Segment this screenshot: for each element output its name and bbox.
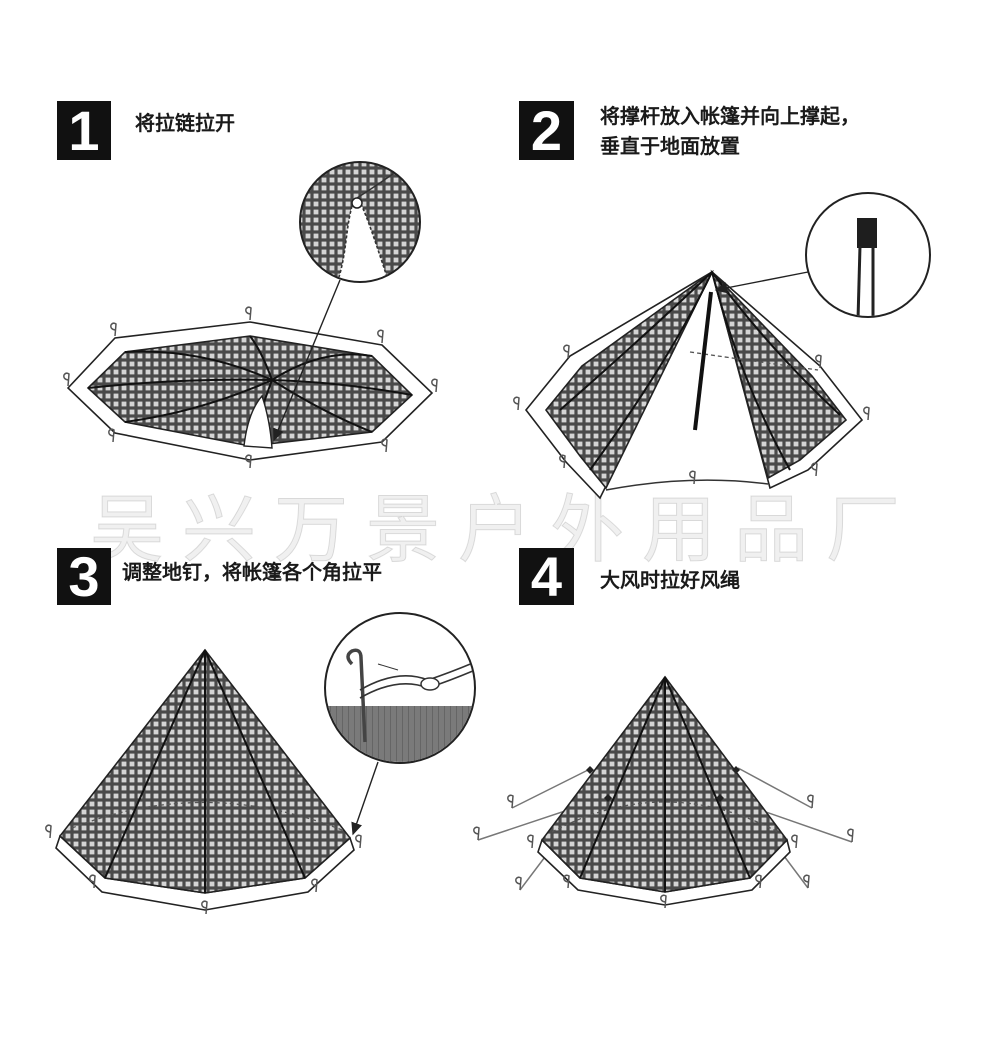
stake-icons <box>473 794 854 909</box>
stake-magnifier <box>324 612 476 764</box>
step-3-line-1: 调整地钉，将帐篷各个角拉平 <box>122 560 382 584</box>
zipper-magnifier <box>299 161 421 283</box>
stake-icons <box>63 306 438 469</box>
stake-icons <box>513 344 870 485</box>
panel-seams <box>559 271 841 471</box>
pointer-arrow <box>714 271 809 294</box>
step-4-line-1: 大风时拉好风绳 <box>600 568 740 592</box>
pole-cap <box>857 218 877 248</box>
ground <box>326 706 474 762</box>
tent-pole <box>693 291 713 431</box>
step2-raising-tent <box>513 192 931 500</box>
step-4-instruction: 大风时拉好风绳 <box>600 565 740 595</box>
cone-seams <box>579 676 751 892</box>
step4-guyed-tent <box>473 675 854 909</box>
pointer-arrow <box>351 761 379 836</box>
direction-arrow <box>377 663 399 671</box>
floor-edge <box>605 479 769 491</box>
left-panel-fabric <box>544 271 713 490</box>
step-1-line-1: 将拉链拉开 <box>135 111 235 135</box>
step3-staked-tent <box>45 612 476 915</box>
stake-icons <box>45 824 362 915</box>
cone-seams <box>104 649 306 893</box>
step-3-instruction: 调整地钉，将帐篷各个角拉平 <box>122 557 382 587</box>
step-4-badge: 4 <box>519 548 574 605</box>
watermark: 吴兴万景户外用品厂 <box>90 487 918 574</box>
step-2-badge: 2 <box>519 101 574 160</box>
zipper-pull-icon <box>351 197 363 209</box>
pole-shaft-left <box>856 245 862 316</box>
back-dashed-line <box>551 801 779 833</box>
right-panel-fabric <box>711 271 848 480</box>
step-1-instruction: 将拉链拉开 <box>135 108 235 138</box>
step-3-badge: 3 <box>57 548 111 605</box>
pole-tip-magnifier <box>805 192 931 318</box>
step-2-line-2: 垂直于地面放置 <box>600 134 740 158</box>
zipper-opening <box>243 394 273 449</box>
pointer-arrow <box>273 279 341 442</box>
step-2-line-1: 将撑杆放入帐篷并向上撑起， <box>600 104 860 128</box>
peg-icon <box>346 648 367 743</box>
step1-flat-tent <box>63 161 438 469</box>
back-dashed-line <box>71 801 343 831</box>
zipper-detail <box>334 205 392 281</box>
step-2-instruction: 将撑杆放入帐篷并向上撑起， 垂直于地面放置 <box>600 101 860 161</box>
rope-knot <box>420 677 440 691</box>
step-1-badge: 1 <box>57 101 111 160</box>
